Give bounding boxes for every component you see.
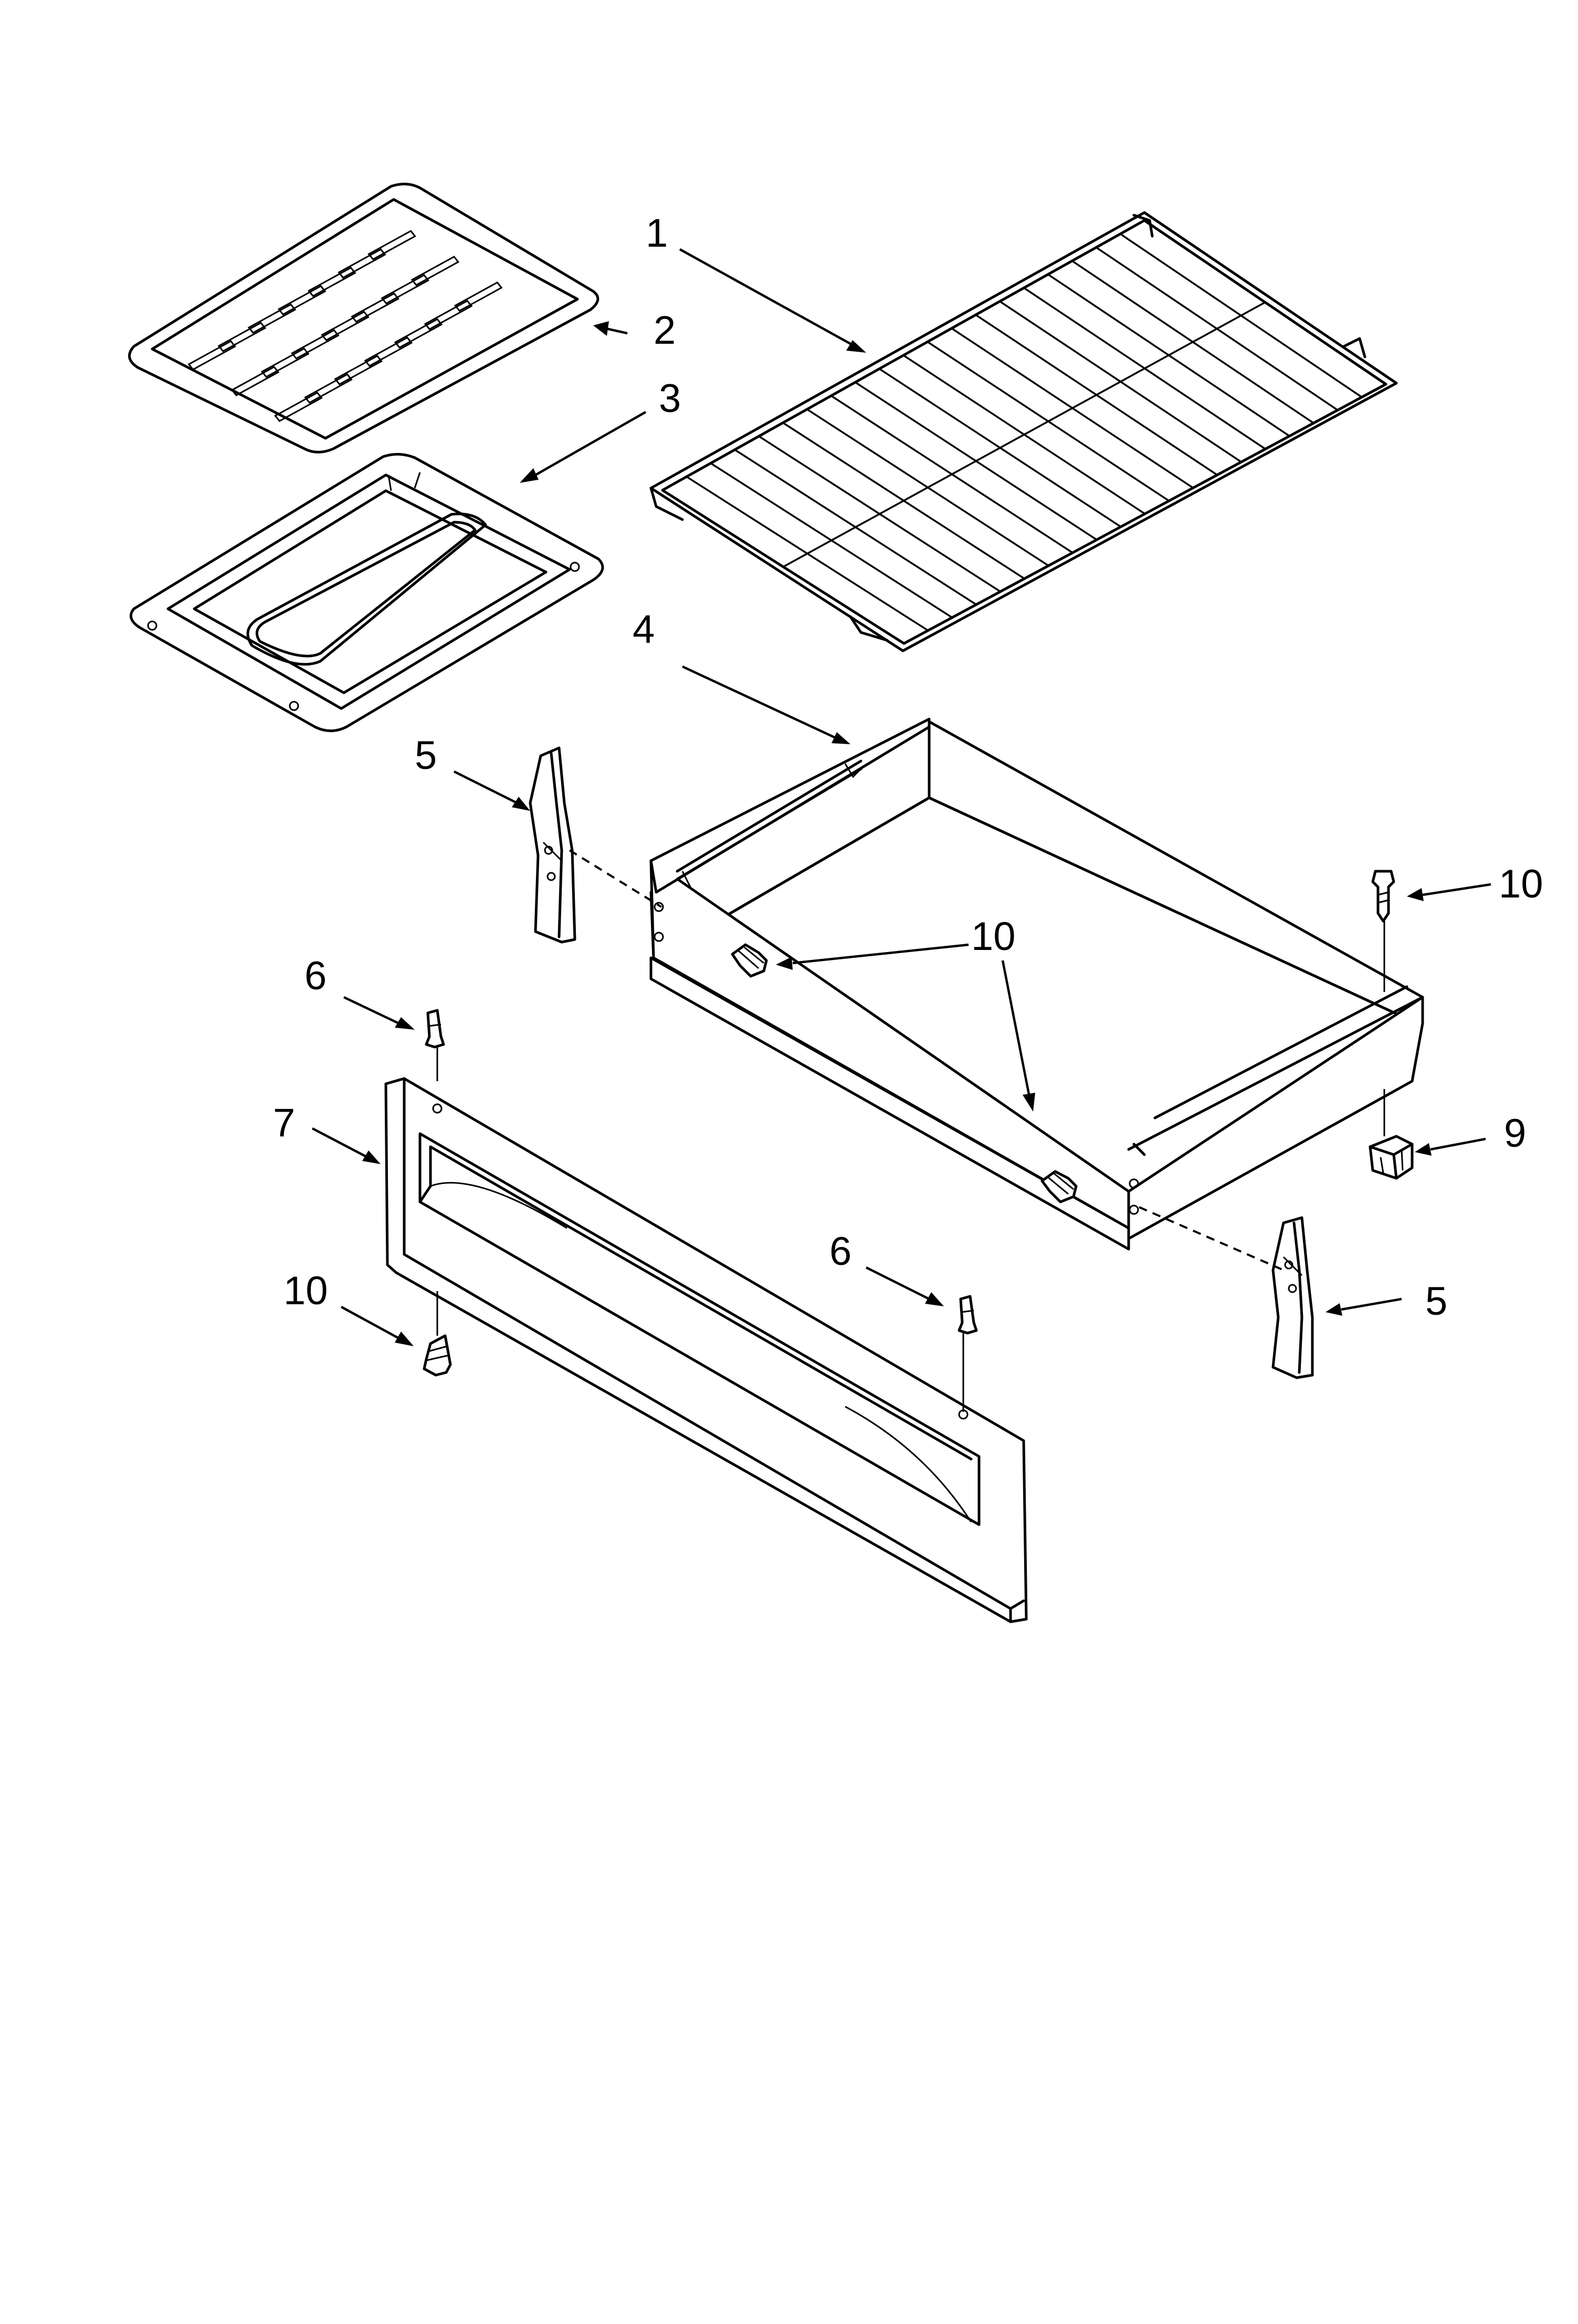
callout-6-right: 6 — [829, 1229, 851, 1274]
leader-lines — [311, 248, 1491, 1346]
part-drawer-slide-right — [1271, 1216, 1314, 1379]
callout-6-left: 6 — [304, 954, 327, 998]
broiler-slot — [321, 311, 370, 342]
part-drawer-clip — [1369, 1089, 1414, 1180]
broiler-slot — [247, 303, 297, 334]
broiler-slot — [187, 340, 237, 371]
callout-2: 2 — [654, 308, 676, 353]
broiler-slot — [364, 336, 413, 367]
rack-wire-grid — [686, 233, 1363, 631]
broiler-slot — [217, 322, 267, 352]
broiler-slot — [338, 248, 386, 279]
broiler-slot — [260, 347, 310, 378]
broiler-slot — [381, 274, 430, 305]
broiler-slot — [394, 318, 443, 349]
part-screw-front-panel — [423, 1291, 452, 1377]
broiler-slot — [351, 292, 399, 323]
callout-3: 3 — [659, 376, 681, 421]
callout-10-center: 10 — [971, 914, 1016, 959]
callout-1: 1 — [646, 211, 668, 256]
callout-5-left: 5 — [415, 733, 437, 778]
broiler-slot — [411, 256, 460, 287]
callout-9: 9 — [1504, 1111, 1526, 1156]
callout-4: 4 — [633, 607, 655, 652]
broiler-slot — [334, 355, 383, 386]
part-screw-drawer-right — [1371, 870, 1395, 992]
broiler-slot — [274, 392, 323, 422]
part-shoulder-screw-left — [425, 1009, 445, 1081]
part-shoulder-screw-right — [958, 1295, 978, 1412]
broiler-slot — [291, 329, 340, 360]
callout-10-left: 10 — [283, 1269, 328, 1313]
broiler-slot — [304, 373, 353, 404]
broiler-slot — [308, 267, 356, 297]
part-broiler-grid — [128, 183, 599, 453]
slide-alignment-line-right — [1139, 1206, 1284, 1271]
callout-labels: 1 2 3 4 5 5 6 6 7 9 10 10 10 — [273, 211, 1543, 1324]
callout-5-right: 5 — [1425, 1279, 1447, 1324]
broiler-slot — [454, 281, 503, 312]
part-broiler-pan — [129, 453, 604, 732]
broiler-grid-slots — [187, 230, 503, 422]
part-oven-rack — [649, 211, 1398, 652]
part-drawer-body — [649, 717, 1424, 1251]
part-screw-drawer-center — [1040, 1170, 1078, 1203]
part-drawer-front-panel — [384, 1077, 1028, 1623]
broiler-slot — [367, 230, 416, 260]
broiler-slot — [424, 300, 473, 331]
callout-10-right: 10 — [1499, 862, 1543, 906]
part-screw-drawer-left — [731, 943, 768, 978]
broiler-slot — [277, 285, 327, 315]
rack-crossbar — [783, 301, 1266, 568]
part-drawer-slide-left — [529, 746, 576, 944]
broiler-slot — [230, 366, 280, 397]
callout-7: 7 — [273, 1101, 295, 1145]
slide-alignment-line-left — [569, 849, 662, 908]
